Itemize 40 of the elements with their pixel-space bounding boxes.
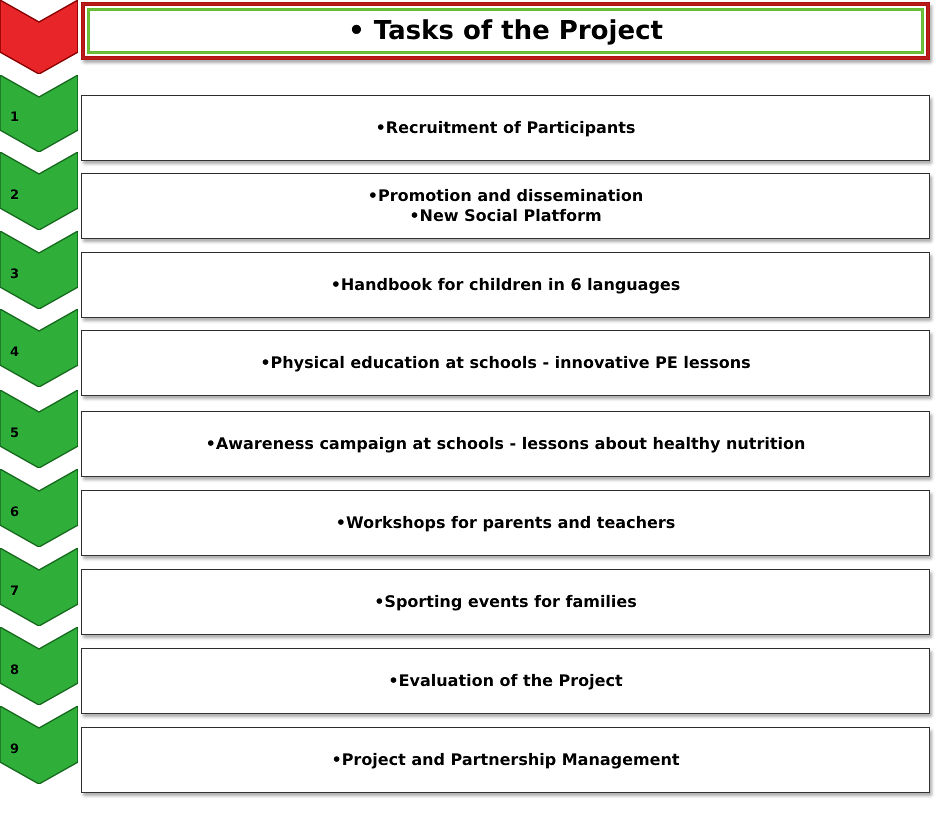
step-number: 8: [10, 663, 20, 678]
step-marker: [0, 75, 78, 152]
step-number: 5: [10, 426, 20, 441]
task-box: [81, 173, 930, 239]
title-box: [81, 2, 930, 60]
step-marker: [0, 548, 78, 626]
step-marker: [0, 390, 78, 468]
step-marker: [0, 309, 78, 387]
task-text: •Sporting events for families: [374, 592, 637, 612]
step-marker: [0, 231, 78, 309]
step-number: 3: [10, 267, 20, 282]
task-text: •New Social Platform: [409, 206, 602, 226]
task-box: [81, 330, 930, 396]
step-number: 2: [10, 188, 20, 203]
task-box: [81, 95, 930, 161]
step-marker: [0, 627, 78, 705]
step-number: 1: [10, 110, 20, 125]
task-box: [81, 727, 930, 793]
task-text: •Evaluation of the Project: [388, 671, 623, 691]
task-box: [81, 569, 930, 635]
task-box: [81, 252, 930, 318]
task-box: [81, 490, 930, 556]
task-box: [81, 648, 930, 714]
step-marker: [0, 0, 78, 74]
task-text: •Physical education at schools - innovative PE lessons: [260, 353, 751, 373]
task-text: • Tasks of the Project: [348, 15, 663, 47]
task-text: •Promotion and dissemination: [368, 186, 644, 206]
step-marker: [0, 706, 78, 784]
task-text: •Workshops for parents and teachers: [336, 513, 676, 533]
step-number: 7: [10, 584, 20, 599]
task-text: •Project and Partnership Management: [331, 750, 680, 770]
task-text: •Recruitment of Participants: [376, 118, 636, 138]
task-box: [81, 411, 930, 477]
step-marker: [0, 469, 78, 547]
step-number: 9: [10, 742, 20, 757]
step-marker: [0, 152, 78, 230]
step-number: 4: [10, 345, 20, 360]
task-text: •Awareness campaign at schools - lessons about healthy nutrition: [206, 434, 806, 454]
task-text: •Handbook for children in 6 languages: [330, 275, 680, 295]
step-number: 6: [10, 505, 20, 520]
